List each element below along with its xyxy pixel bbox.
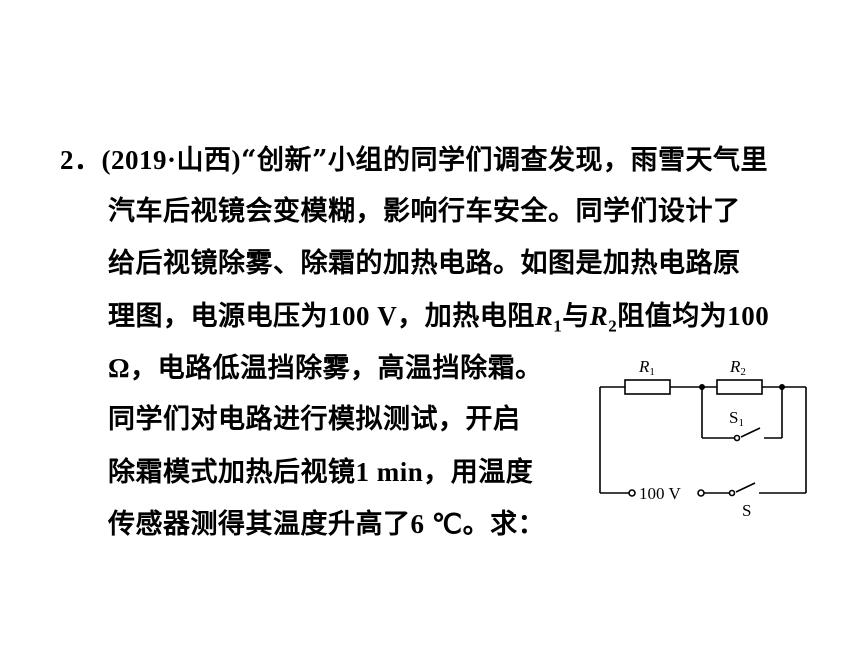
- line-4-part-c: 与: [562, 301, 590, 332]
- problem-line-8: 传感器测得其温度升高了6 ℃。求：: [108, 507, 545, 542]
- problem-line-3: 给后视镜除雾、除霜的加热电路。如图是加热电路原: [108, 248, 741, 279]
- node-left: [699, 384, 705, 390]
- r1-subscript: 1: [553, 316, 563, 336]
- terminal-left: [628, 489, 636, 497]
- problem-line-1: 2．(2019·山西)“创新”小组的同学们调查发现，雨雪天气里: [60, 143, 768, 178]
- omega-unit: Ω: [108, 353, 131, 383]
- resistance-value: 100: [727, 301, 770, 331]
- line-4-part-b: ，加热电阻: [397, 301, 535, 332]
- s-label: S: [742, 501, 751, 520]
- problem-line-5: Ω，电路低温挡除雾，高温挡除霜。: [108, 351, 543, 386]
- r1-label: R1: [638, 357, 655, 378]
- r1-symbol: R: [534, 301, 554, 331]
- switch-s-blade: [735, 482, 756, 493]
- switch-s1-pivot: [733, 434, 741, 442]
- node-right: [779, 384, 785, 390]
- s1-label: S1: [729, 408, 744, 429]
- circuit-diagram: R1 R2 S1 100 V S: [599, 357, 807, 520]
- line-7-part-a: 除霜模式加热后视镜: [108, 457, 356, 488]
- terminal-right: [697, 489, 705, 497]
- problem-line-4: 理图，电源电压为100 V，加热电阻R1与R2阻值均为100: [108, 299, 769, 343]
- switch-s-pivot: [728, 489, 736, 497]
- problem-source: (2019·山西): [101, 145, 241, 175]
- switch-s1-blade: [740, 427, 761, 438]
- problem-line-7: 除霜模式加热后视镜1 min，用温度: [108, 455, 533, 490]
- r2-label: R2: [729, 357, 746, 378]
- line-4-part-a: 理图，电源电压为: [108, 301, 328, 332]
- line-8-part-b: 。求：: [462, 509, 546, 540]
- r2-symbol: R: [589, 301, 609, 331]
- line-4-part-d: 阻值均为: [617, 301, 728, 332]
- line-8-part-a: 传感器测得其温度升高了: [108, 509, 411, 540]
- problem-line-2: 汽车后视镜会变模糊，影响行车安全。同学们设计了: [108, 196, 741, 227]
- source-label: 100 V: [639, 484, 681, 503]
- temperature-value: 6 ℃: [410, 509, 463, 539]
- problem-number: 2．: [60, 145, 102, 175]
- r2-subscript: 2: [608, 316, 618, 336]
- line-5-text: ，电路低温挡除雾，高温挡除霜。: [130, 353, 543, 384]
- resistor-r2: [716, 379, 763, 395]
- time-value: 1 min: [355, 457, 424, 487]
- line-7-part-b: ，用温度: [423, 457, 534, 488]
- problem-line-1-text: “创新”小组的同学们调查发现，雨雪天气里: [241, 145, 769, 176]
- problem-line-6: 同学们对电路进行模拟测试，开启: [108, 404, 521, 435]
- voltage-value: 100 V: [328, 301, 398, 331]
- resistor-r1: [624, 379, 671, 395]
